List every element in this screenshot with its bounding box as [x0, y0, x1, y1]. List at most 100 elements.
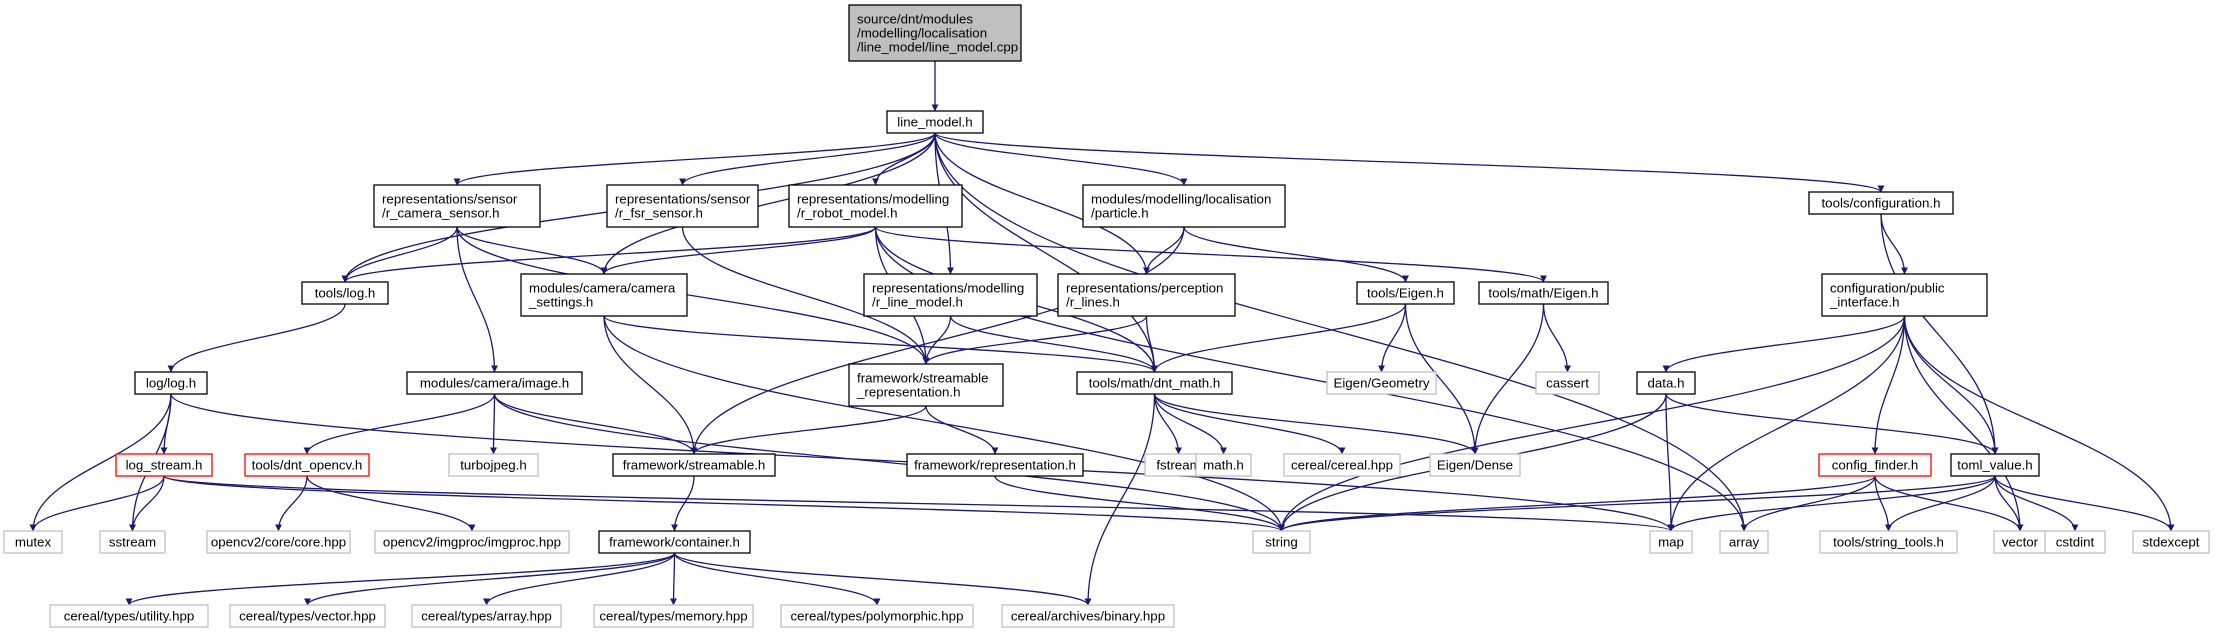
edge-line-model-to-array: [934, 132, 1748, 532]
node-root[interactable]: source/dnt/modules/modelling/localisatio…: [848, 4, 1022, 62]
node-label: cassert: [1546, 376, 1589, 391]
node-label: /modelling/localisation: [857, 26, 987, 41]
node-container[interactable]: framework/container.h: [598, 530, 751, 554]
node-box: [886, 110, 984, 134]
edge-streamable-to-container: [671, 475, 695, 532]
node-tools-log[interactable]: tools/log.h: [301, 281, 389, 305]
node-box: [373, 184, 541, 228]
node-representation[interactable]: framework/representation.h: [906, 453, 1084, 477]
node-box: [244, 453, 370, 477]
node-box: [1719, 530, 1769, 554]
edge-camera-image-to-dnt-opencv: [303, 393, 496, 455]
node-r-line-model[interactable]: representations/modelling/r_line_model.h: [863, 273, 1038, 317]
node-label: turbojpeg.h: [460, 458, 527, 473]
edge-config-finder-to-vector: [1874, 475, 2024, 532]
node-label: _interface.h: [1829, 295, 1899, 310]
edge-streamable-repr-to-streamable: [690, 405, 927, 455]
node-label: Eigen/Dense: [1437, 458, 1513, 473]
node-label: vector: [2002, 535, 2039, 550]
node-box: [99, 530, 166, 554]
node-box: [1356, 281, 1455, 305]
node-label: cereal/types/memory.hpp: [599, 609, 747, 624]
node-label: opencv2/imgproc/imgproc.hpp: [383, 535, 561, 550]
node-label: framework/container.h: [609, 535, 740, 550]
edge-r-robot-model-to-math-eigen: [874, 226, 1547, 283]
node-public-interface[interactable]: configuration/public_interface.h: [1821, 273, 1988, 317]
node-box: [1076, 371, 1233, 395]
node-label: tools/math/Eigen.h: [1488, 286, 1598, 301]
node-stdexcept: stdexcept: [2132, 530, 2210, 554]
edge-dnt-math-to-eigen-dense: [1153, 393, 1479, 455]
node-box: [780, 604, 974, 628]
node-box: [1478, 281, 1609, 305]
node-configuration[interactable]: tools/configuration.h: [1808, 191, 1954, 215]
edge-public-interface-to-config-finder: [1871, 315, 1906, 455]
include-nodes: source/dnt/modules/modelling/localisatio…: [3, 4, 2210, 628]
node-tools-eigen[interactable]: tools/Eigen.h: [1356, 281, 1455, 305]
node-math-eigen[interactable]: tools/math/Eigen.h: [1478, 281, 1609, 305]
node-box: [49, 604, 209, 628]
edge-r-camera-sensor-to-camera-settings: [456, 226, 608, 275]
node-turbojpeg: turbojpeg.h: [448, 453, 539, 477]
node-label: configuration/public: [1830, 281, 1945, 296]
node-label: tools/dnt_opencv.h: [252, 458, 363, 473]
node-data-h[interactable]: data.h: [1636, 371, 1696, 395]
edge-r-line-model-to-dnt-math: [949, 315, 1158, 373]
node-label: tools/string_tools.h: [1833, 535, 1944, 550]
edge-public-interface-to-map: [1667, 315, 1906, 532]
edge-dnt-math-to-math-h: [1153, 393, 1227, 455]
node-log-stream[interactable]: log_stream.h: [115, 453, 213, 477]
node-box: [848, 363, 1004, 407]
node-config-finder[interactable]: config_finder.h: [1818, 453, 1932, 477]
node-box: [612, 453, 776, 477]
node-label: representations/sensor: [615, 192, 751, 207]
edge-log-stream-to-map: [163, 475, 1675, 532]
edge-line-model-to-particle: [934, 132, 1188, 186]
node-box: [1252, 530, 1311, 554]
node-box: [1818, 453, 1932, 477]
node-label: tools/Eigen.h: [1367, 286, 1444, 301]
node-camera-image[interactable]: modules/camera/image.h: [406, 371, 583, 395]
node-r-camera-sensor[interactable]: representations/sensor/r_camera_sensor.h: [373, 184, 541, 228]
node-label: log_stream.h: [126, 458, 203, 473]
node-r-fsr-sensor[interactable]: representations/sensor/r_fsr_sensor.h: [606, 184, 759, 228]
edge-dnt-math-to-fstream: [1153, 393, 1182, 455]
node-r-lines[interactable]: representations/perception/r_lines.h: [1057, 273, 1236, 317]
node-streamable[interactable]: framework/streamable.h: [612, 453, 776, 477]
node-fstream: fstream: [1144, 453, 1213, 477]
node-box: [134, 371, 208, 395]
node-box: [906, 453, 1084, 477]
node-dnt-opencv[interactable]: tools/dnt_opencv.h: [244, 453, 370, 477]
node-r-robot-model[interactable]: representations/modelling/r_robot_model.…: [788, 184, 963, 228]
node-streamable-repr[interactable]: framework/streamable_representation.h: [848, 363, 1004, 407]
node-label: Eigen/Geometry: [1333, 376, 1429, 391]
node-box: [1082, 184, 1286, 228]
node-label: /r_camera_sensor.h: [382, 206, 500, 221]
edge-toml-value-to-map: [1667, 475, 1996, 532]
node-label: tools/configuration.h: [1821, 196, 1940, 211]
edge-r-line-model-to-streamable-repr: [922, 315, 952, 365]
node-label: log/log.h: [146, 376, 196, 391]
edge-log-stream-to-mutex: [29, 475, 165, 532]
include-edges: [29, 61, 2175, 606]
edge-particle-to-tools-eigen: [1183, 226, 1409, 283]
edge-tools-eigen-to-eigen-dense: [1404, 303, 1479, 455]
node-box: [301, 281, 389, 305]
node-dnt-math[interactable]: tools/math/dnt_math.h: [1076, 371, 1233, 395]
node-label: source/dnt/modules: [857, 12, 973, 27]
node-box: [2044, 530, 2106, 554]
node-label: /r_line_model.h: [872, 295, 963, 310]
node-label: /particle.h: [1091, 206, 1149, 221]
node-label: framework/representation.h: [914, 458, 1076, 473]
node-box: [3, 530, 63, 554]
edge-public-interface-to-vector: [1903, 315, 2024, 532]
edge-dnt-math-to-binary-hpp: [1084, 393, 1156, 606]
node-camera-settings[interactable]: modules/camera/camera_settings.h: [520, 273, 688, 317]
node-particle[interactable]: modules/modelling/localisation/particle.…: [1082, 184, 1286, 228]
node-label: line_model.h: [897, 115, 972, 130]
node-box: [1649, 530, 1693, 554]
edge-config-finder-to-array: [1740, 475, 1876, 532]
node-toml-value[interactable]: toml_value.h: [1950, 453, 2040, 477]
node-line-model[interactable]: line_model.h: [886, 110, 984, 134]
node-log-log[interactable]: log/log.h: [134, 371, 208, 395]
